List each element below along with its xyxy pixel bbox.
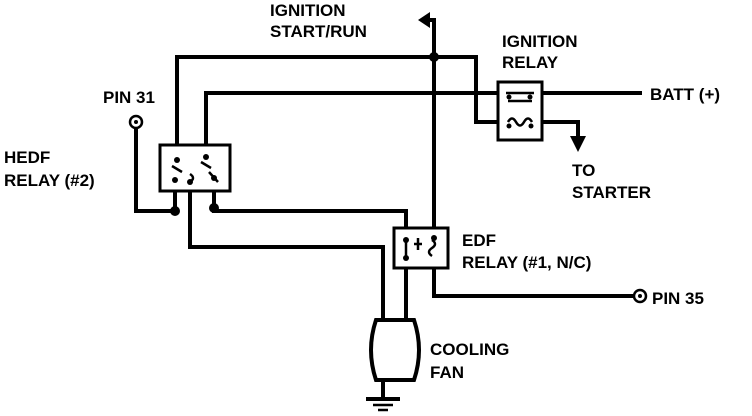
pin31-terminal-icon [128, 114, 144, 130]
pin35-wire [432, 260, 634, 298]
ignition-relay [496, 80, 544, 142]
cooling-fan-label-1: COOLING [430, 340, 509, 359]
pin31-label: PIN 31 [103, 88, 155, 107]
batt-label: BATT (+) [650, 85, 720, 104]
hedf-relay-label-2: RELAY (#2) [4, 171, 95, 190]
ignition-start-run-label-1: IGNITION [270, 1, 346, 20]
hedf-to-batt-wire [204, 91, 502, 156]
starter-arrow-icon [570, 136, 586, 152]
pin35-label: PIN 35 [652, 289, 704, 308]
ignition-relay-label-1: IGNITION [502, 32, 578, 51]
junction-dot-top [429, 52, 439, 62]
hedf-to-fan-wire [188, 186, 385, 322]
hedf-relay-label-1: HEDF [4, 148, 50, 167]
to-starter-wire [538, 120, 580, 140]
junction-dot-hedf [209, 203, 219, 213]
hedf-to-edf-wire [212, 184, 408, 234]
to-starter-label-1: TO [572, 161, 595, 180]
hedf-relay [158, 143, 232, 193]
ignition-relay-label-2: RELAY [502, 53, 559, 72]
cooling-fan-label-2: FAN [430, 363, 464, 382]
pin35-terminal-icon [632, 288, 648, 304]
edf-relay-label-1: EDF [462, 231, 496, 250]
pin31-wire [134, 126, 177, 213]
edf-relay-label-2: RELAY (#1, N/C) [462, 253, 591, 272]
ground-icon [366, 397, 400, 412]
edf-relay [392, 226, 450, 270]
cooling-fan-motor [369, 318, 421, 382]
top-bus-wire [175, 55, 502, 154]
ignition-arrow-icon [418, 12, 430, 28]
junction-dot-pin31 [170, 206, 180, 216]
to-starter-label-2: STARTER [572, 183, 651, 202]
ignition-start-run-label-2: START/RUN [270, 22, 367, 41]
